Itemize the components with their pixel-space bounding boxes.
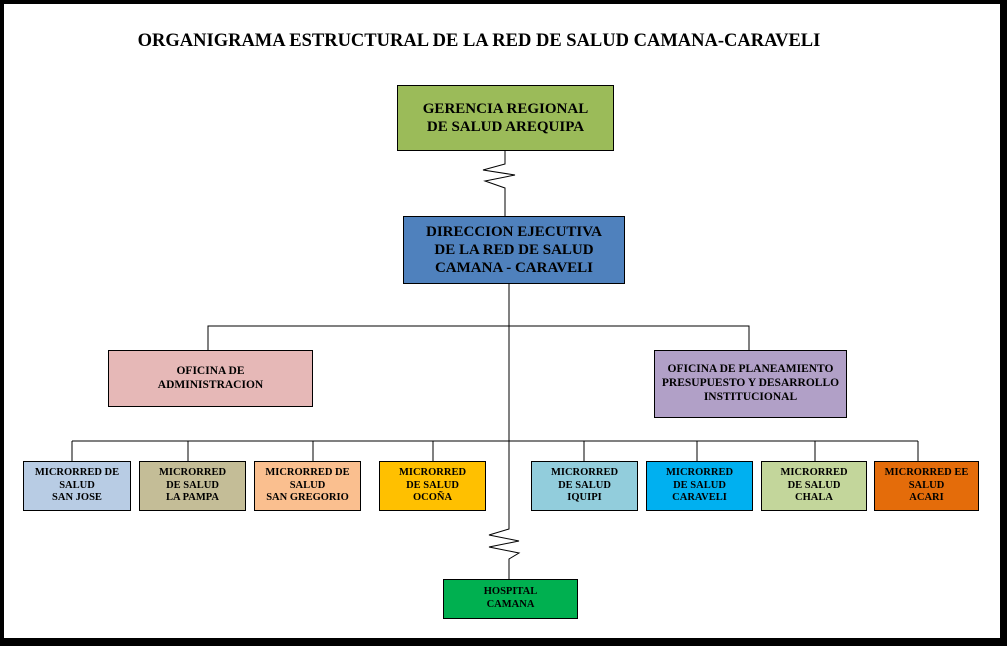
connector-lines (71, 150, 919, 579)
node-direccion-ejecutiva: DIRECCION EJECUTIVA DE LA RED DE SALUD C… (403, 216, 625, 284)
node-oficina-administracion: OFICINA DE ADMINISTRACION (108, 350, 313, 407)
microrred-caraveli: MICRORRED DE SALUD CARAVELI (646, 461, 753, 511)
node-hospital-camana: HOSPITAL CAMANA (443, 579, 578, 619)
node-planeamiento-label: OFICINA DE PLANEAMIENTO PRESUPUESTO Y DE… (661, 363, 840, 403)
microrred-label: MICRORRED DE SALUD CHALA (780, 467, 848, 504)
org-chart-canvas: ORGANIGRAMA ESTRUCTURAL DE LA RED DE SAL… (4, 4, 1000, 638)
connector-trunk (488, 283, 521, 579)
node-gerencia-label: GERENCIA REGIONAL DE SALUD AREQUIPA (422, 101, 589, 135)
node-administracion-label: OFICINA DE ADMINISTRACION (157, 364, 264, 391)
connector-gerencia-direccion (482, 150, 516, 216)
node-gerencia-regional: GERENCIA REGIONAL DE SALUD AREQUIPA (397, 85, 614, 151)
microrred-label: MICRORRED EE SALUD ACARI (884, 467, 969, 504)
microrred-chala: MICRORRED DE SALUD CHALA (761, 461, 867, 511)
microrred-label: MICRORRED DE SALUD CARAVELI (665, 467, 734, 504)
node-oficina-planeamiento: OFICINA DE PLANEAMIENTO PRESUPUESTO Y DE… (654, 350, 847, 418)
microrred-acari: MICRORRED EE SALUD ACARI (874, 461, 979, 511)
microrred-la-pampa: MICRORRED DE SALUD LA PAMPA (139, 461, 246, 511)
microrred-label: MICRORRED DE SALUD IQUIPI (550, 467, 619, 504)
microrred-label: MICRORRED DE SALUD LA PAMPA (158, 467, 227, 504)
microrred-san-gregorio: MICRORRED DE SALUD SAN GREGORIO (254, 461, 361, 511)
microrred-label: MICRORRED DE SALUD SAN JOSE (34, 467, 120, 504)
node-direccion-label: DIRECCION EJECUTIVA DE LA RED DE SALUD C… (425, 224, 602, 276)
microrred-label: MICRORRED DE SALUD OCOÑA (398, 467, 467, 504)
chart-title: ORGANIGRAMA ESTRUCTURAL DE LA RED DE SAL… (137, 31, 821, 51)
microrred-san-jose: MICRORRED DE SALUD SAN JOSE (23, 461, 131, 511)
node-hospital-label: HOSPITAL CAMANA (483, 586, 538, 610)
microrred-ocona: MICRORRED DE SALUD OCOÑA (379, 461, 486, 511)
microrred-label: MICRORRED DE SALUD SAN GREGORIO (265, 467, 350, 504)
microrred-iquipi: MICRORRED DE SALUD IQUIPI (531, 461, 638, 511)
connector-offices-bar (207, 325, 750, 350)
